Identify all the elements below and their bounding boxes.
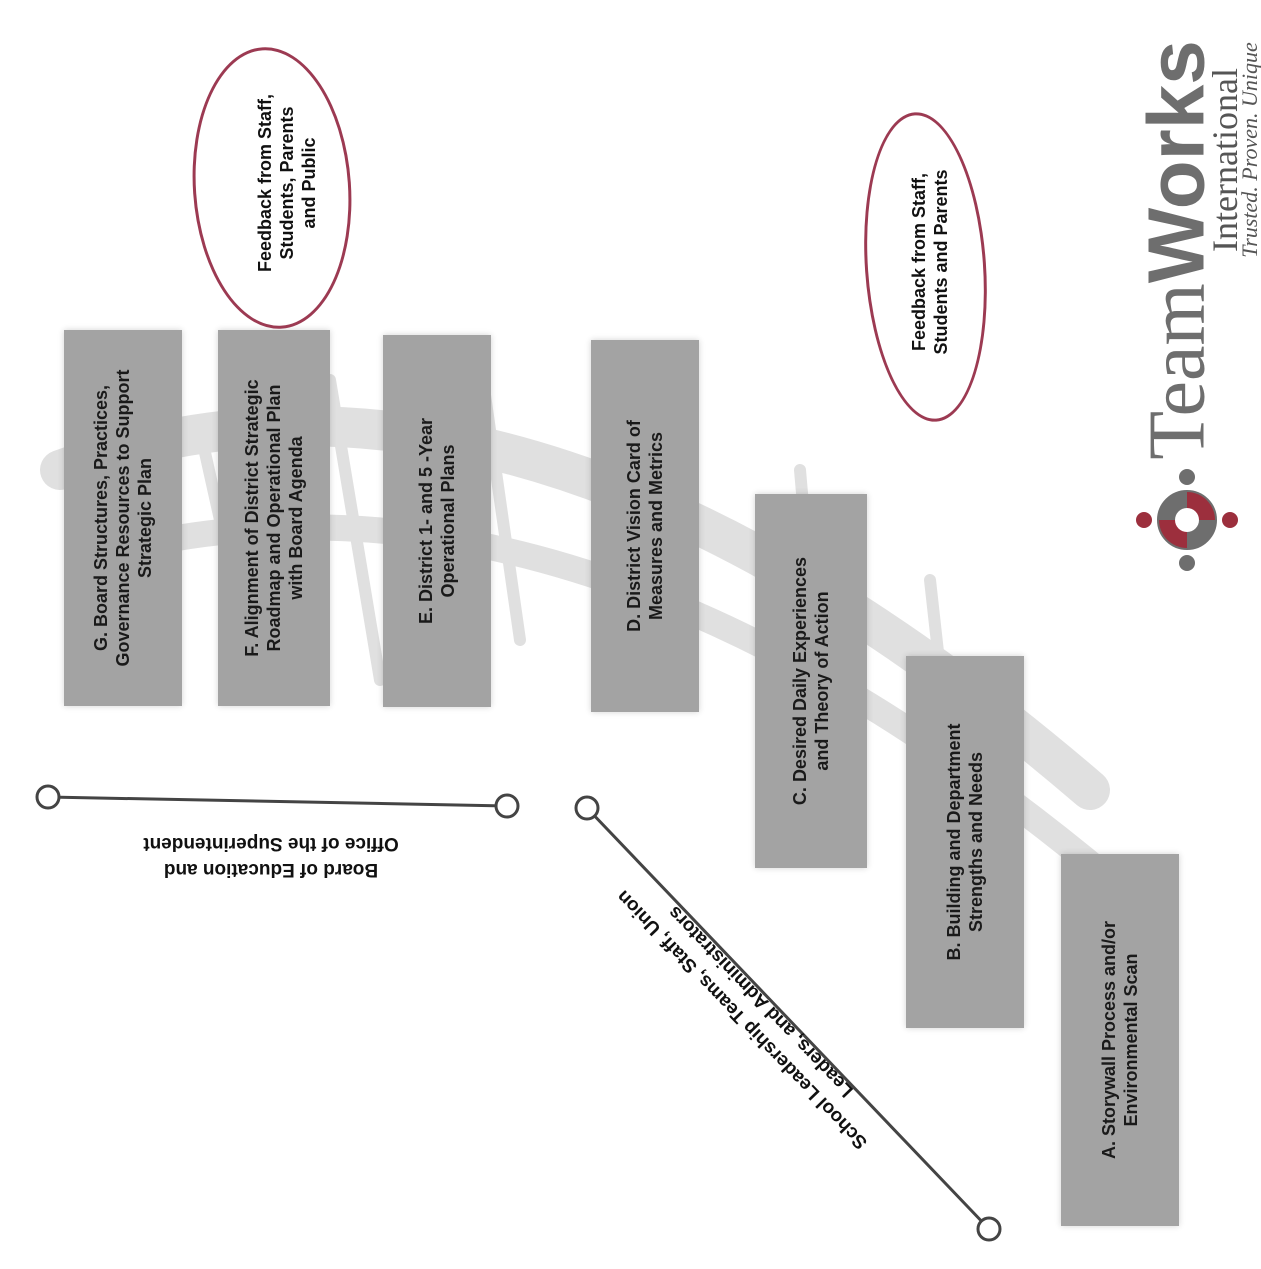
teamworks-logo-mark (1136, 469, 1238, 571)
board-lead-label: Board of Education and Office of the Sup… (143, 833, 399, 880)
logo-tagline: Trusted. Proven. Unique (1237, 42, 1261, 258)
logo-team: Team (1133, 283, 1222, 460)
school-bracket-end-bottom (976, 1216, 1002, 1242)
board-bracket-end-right (494, 793, 520, 819)
box-b: B. Building and Department Strengths and… (906, 656, 1024, 1028)
school-bracket-end-top (574, 795, 600, 821)
board-bracket-end-left (35, 784, 61, 810)
box-d: D. District Vision Card of Measures and … (591, 340, 699, 712)
box-g: G. Board Structures, Practices, Governan… (64, 330, 182, 706)
box-f: F. Alignment of District Strategic Roadm… (218, 330, 330, 706)
box-a: A. Storywall Process and/or Environmenta… (1061, 854, 1179, 1226)
school-bracket-line (585, 806, 991, 1231)
box-c: C. Desired Daily Experiences and Theory … (755, 494, 867, 868)
board-bracket-line (47, 795, 508, 808)
box-e: E. District 1- and 5 -Year Operational P… (383, 335, 491, 707)
